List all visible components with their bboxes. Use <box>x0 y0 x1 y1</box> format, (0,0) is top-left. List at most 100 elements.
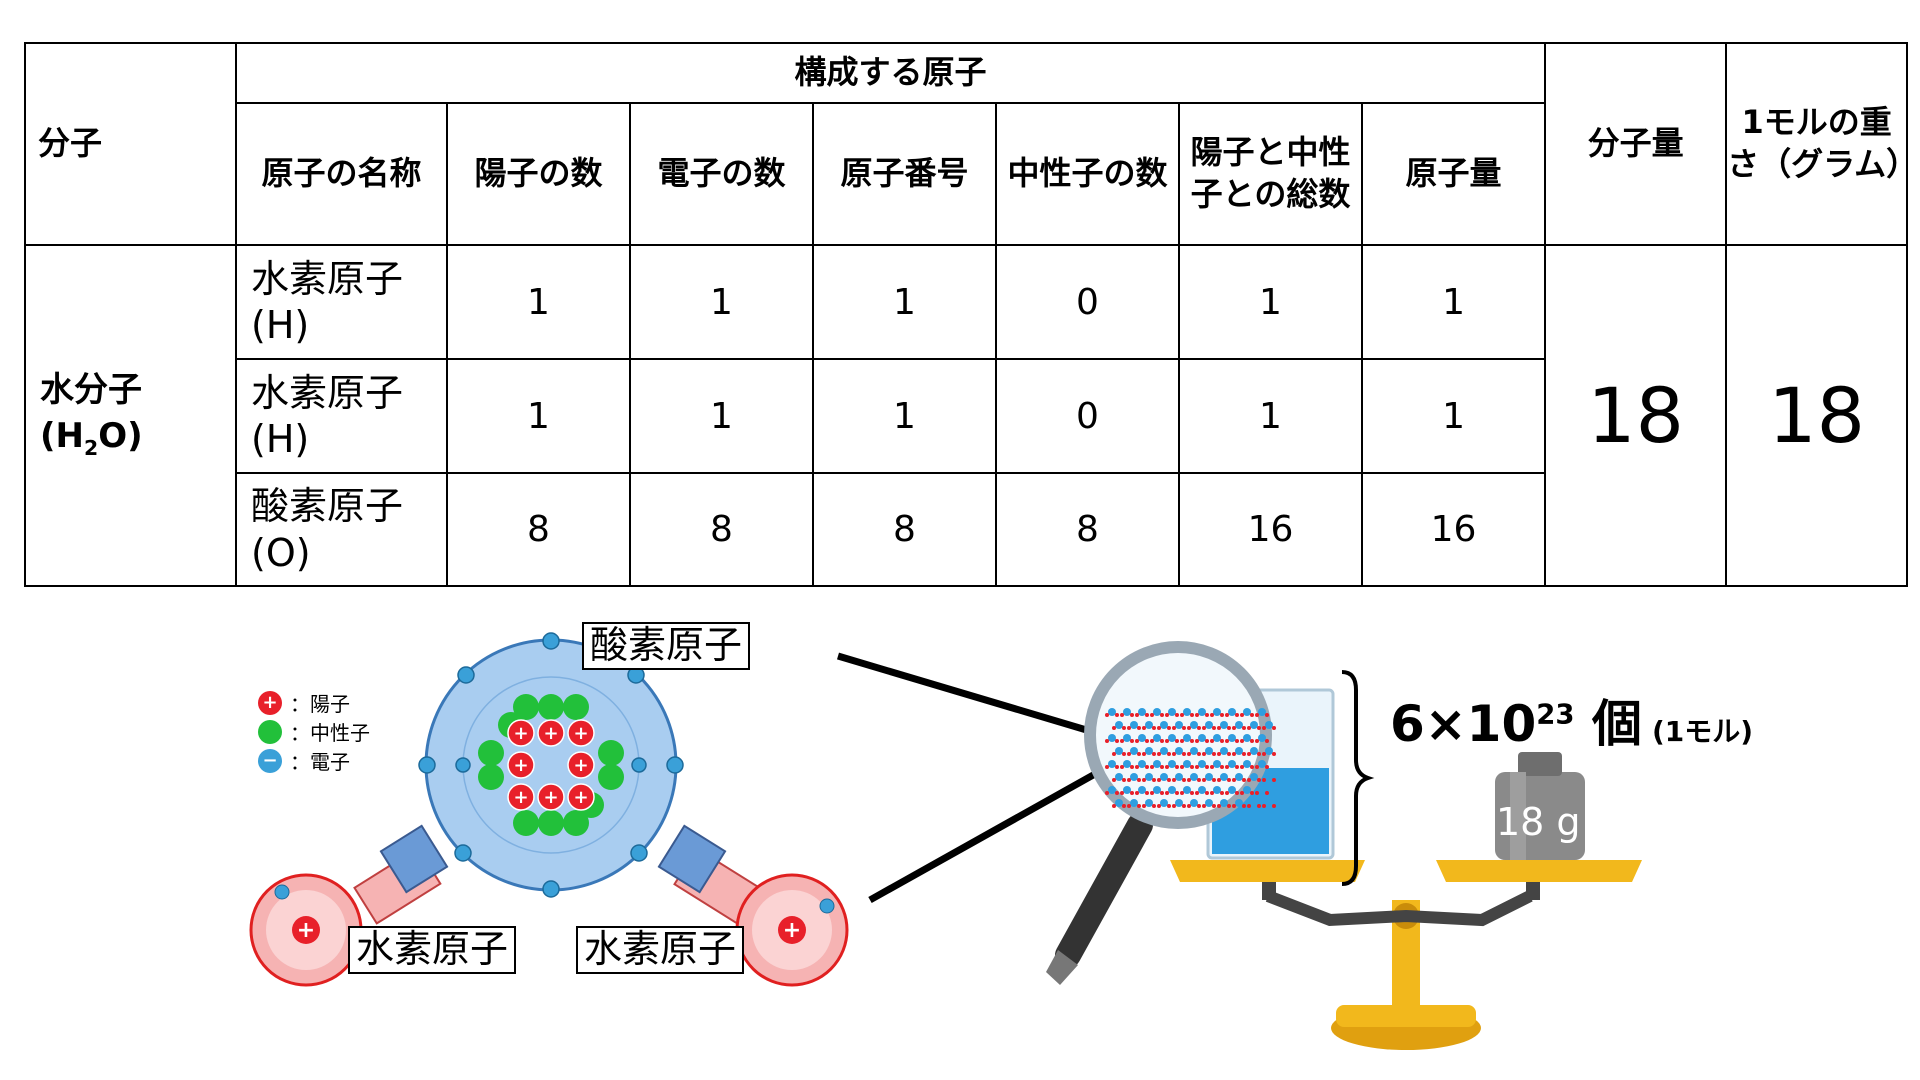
neutron <box>598 740 624 766</box>
oxygen-dot <box>1130 773 1138 781</box>
protons-cell: 8 <box>446 472 631 587</box>
hydrogen-dot <box>1250 765 1254 769</box>
hydrogen-dot <box>1115 791 1119 795</box>
hydrogen-dot <box>1225 739 1229 743</box>
hydrogen-dot <box>1150 713 1154 717</box>
protons-cell: 1 <box>446 358 631 474</box>
oxygen-dot <box>1130 747 1138 755</box>
weight-label: 18 g <box>1496 800 1581 844</box>
oxygen-dot <box>1108 786 1116 794</box>
oxygen-dot <box>1138 786 1146 794</box>
hydrogen-dot <box>1182 778 1186 782</box>
oxygen-dot <box>1153 708 1161 716</box>
oxygen-dot <box>1213 760 1221 768</box>
hydrogen-dot <box>1195 765 1199 769</box>
electron <box>631 757 647 773</box>
hydrogen-dot <box>1152 778 1156 782</box>
header-electrons: 電子の数 <box>629 102 814 246</box>
svg-text:+: + <box>573 723 588 744</box>
oxygen-dot <box>1235 773 1243 781</box>
hydrogen-dot <box>1122 778 1126 782</box>
hydrogen-dot <box>1235 791 1239 795</box>
hydrogen-dot <box>1265 791 1269 795</box>
hydrogen-dot <box>1212 726 1216 730</box>
hydrogen-dot <box>1130 765 1134 769</box>
neutron <box>538 810 564 836</box>
oxygen-dot <box>1130 721 1138 729</box>
hydrogen-dot <box>1212 778 1216 782</box>
hydrogen-dot <box>1145 739 1149 743</box>
neutrons-cell: 8 <box>995 472 1180 587</box>
label-hydrogen-right: 水素原子 <box>576 926 745 974</box>
hydrogen-dot <box>1145 765 1149 769</box>
hydrogen-dot <box>1112 726 1116 730</box>
hydrogen-dot <box>1242 804 1246 808</box>
hydrogen-dot <box>1175 739 1179 743</box>
hydrogen-dot <box>1240 739 1244 743</box>
hydrogen-dot <box>1120 739 1124 743</box>
hydrogen-dot <box>1145 791 1149 795</box>
hydrogen-dot <box>1255 791 1259 795</box>
hydrogen-dot <box>1197 726 1201 730</box>
oxygen-dot <box>1265 773 1273 781</box>
oxygen-dot <box>1160 721 1168 729</box>
hydrogen-dot <box>1247 778 1251 782</box>
hydrogen-dot <box>1127 726 1131 730</box>
hydrogen-dot <box>1105 713 1109 717</box>
proton <box>537 719 565 747</box>
hydrogen-dot <box>1157 778 1161 782</box>
hydrogen-dot <box>1142 752 1146 756</box>
hydrogen-dot <box>1165 791 1169 795</box>
hydrogen-dot <box>1265 713 1269 717</box>
oxygen-dot <box>1250 721 1258 729</box>
hydrogen-dot <box>1265 739 1269 743</box>
electrons-cell: 1 <box>629 358 814 474</box>
header-neutrons: 中性子の数 <box>995 102 1180 246</box>
hydrogen-dot <box>1257 778 1261 782</box>
hydrogen-dot <box>1180 739 1184 743</box>
hydrogen-dot <box>1210 791 1214 795</box>
hydrogen-dot <box>1175 791 1179 795</box>
hydrogen-dot <box>1242 778 1246 782</box>
hydrogen-dot <box>1235 739 1239 743</box>
oxygen-dot <box>1205 773 1213 781</box>
proton-icon: + <box>258 690 282 715</box>
hydrogen-dot <box>1272 778 1276 782</box>
hydrogen-dot <box>1217 726 1221 730</box>
oxygen-dot <box>1190 799 1198 807</box>
hydrogen-dot <box>1210 739 1214 743</box>
hydrogen-dot <box>1127 778 1131 782</box>
oxygen-dot <box>1160 747 1168 755</box>
electron <box>542 880 560 898</box>
hydrogen-dot <box>1160 713 1164 717</box>
oxygen-dot <box>1198 786 1206 794</box>
oxygen-dot <box>1108 708 1116 716</box>
hydrogen-dot <box>1187 752 1191 756</box>
hydrogen-dot <box>1190 713 1194 717</box>
water-molecule-dots <box>1105 708 1276 808</box>
hydrogen-dot <box>1112 752 1116 756</box>
atom-name-cell: 酸素原子(O) <box>235 472 448 587</box>
oxygen-dot <box>1145 799 1153 807</box>
oxygen-dot <box>1115 721 1123 729</box>
oxygen-dot <box>1138 708 1146 716</box>
neutron <box>598 764 624 790</box>
table-row: 酸素原子(O) 8 8 8 8 16 16 <box>25 472 1907 587</box>
hydrogen-dot <box>1197 778 1201 782</box>
hydrogen-dot <box>1227 778 1231 782</box>
svg-text:+: + <box>573 787 588 808</box>
oxygen-dot <box>1145 721 1153 729</box>
hydrogen-dot <box>1240 713 1244 717</box>
hydrogen-dot <box>1220 791 1224 795</box>
oxygen-dot <box>1153 734 1161 742</box>
atom-name-cell: 水素原子(H) <box>235 244 448 360</box>
hydrogen-dot <box>1205 791 1209 795</box>
hydrogen-dot <box>1202 804 1206 808</box>
svg-text:+: + <box>783 918 801 943</box>
header-molecule: 分子 <box>24 42 237 246</box>
hydrogen-dot <box>1250 739 1254 743</box>
svg-text:+: + <box>543 723 558 744</box>
hydrogen-dot <box>1127 804 1131 808</box>
hydrogen-dot <box>1137 778 1141 782</box>
molecule-cell: 水分子 (H2O) <box>24 244 237 587</box>
